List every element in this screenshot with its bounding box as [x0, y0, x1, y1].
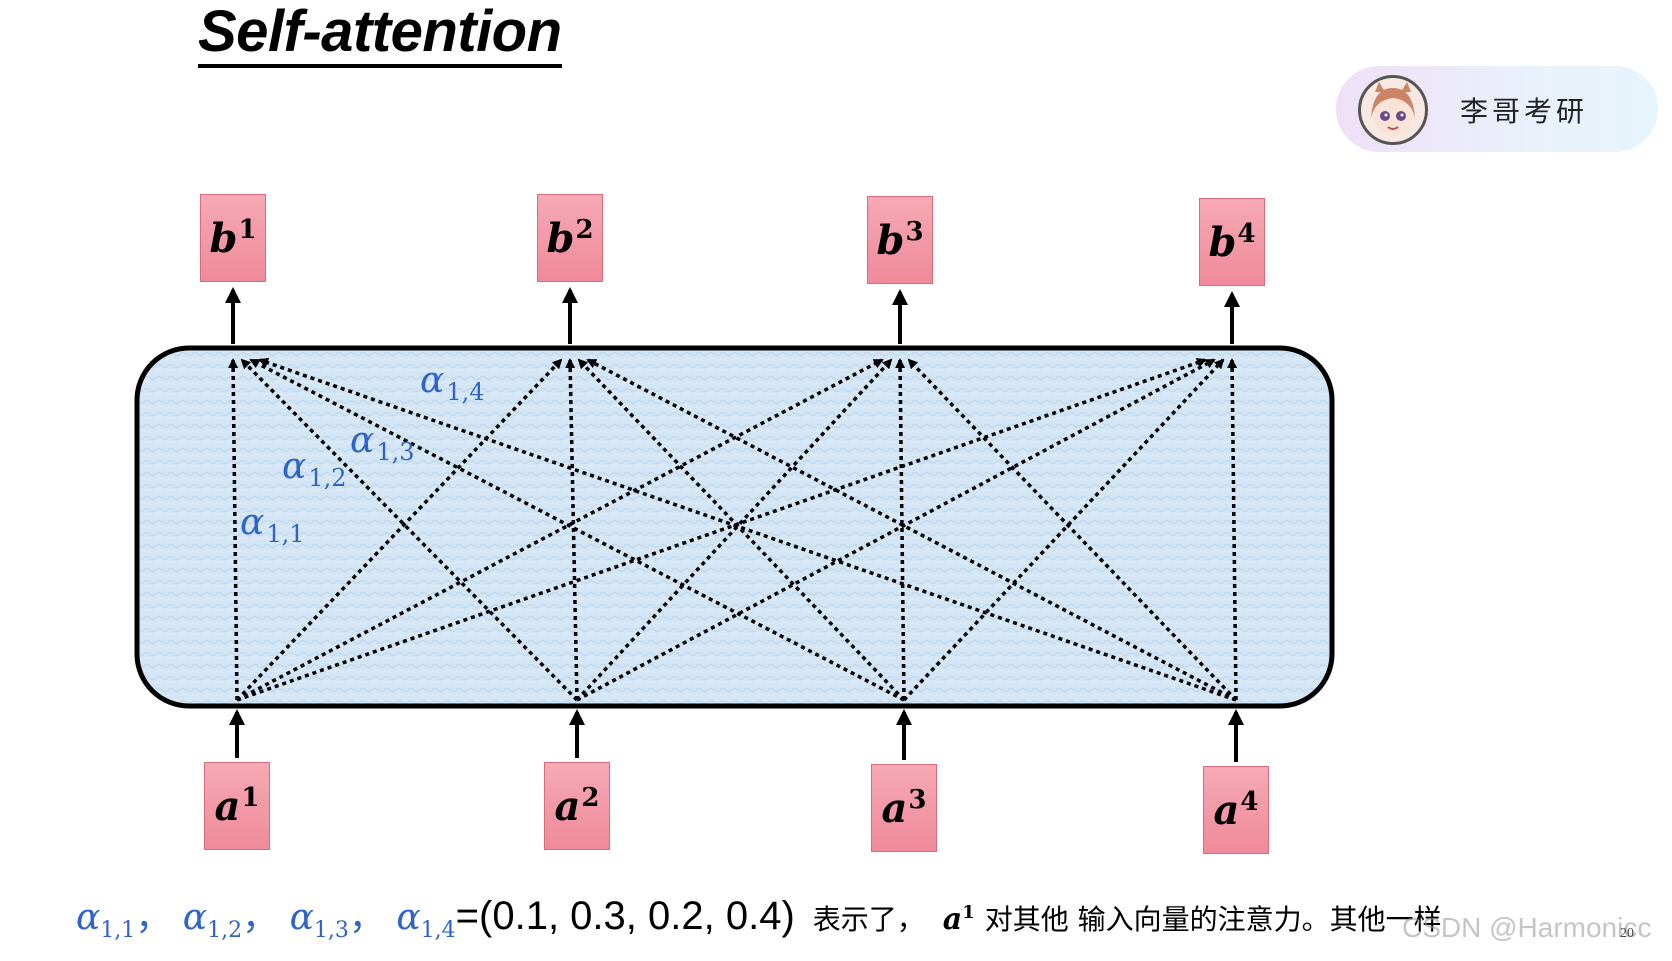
- attention-arrow-3-2: [577, 358, 906, 702]
- attention-arrow-2-2: [565, 358, 579, 701]
- attention-arrow-4-4: [1227, 358, 1238, 701]
- io-arrows: [225, 287, 1244, 762]
- caption-input-vector: a1: [942, 902, 975, 937]
- attention-arrow-1-1: [228, 358, 239, 701]
- attention-arrow-1-2: [235, 358, 563, 702]
- cartoon-avatar-icon: [1358, 75, 1428, 145]
- alpha-label-1-4: α1,4: [420, 360, 485, 406]
- attention-connections: [228, 357, 1238, 702]
- caption: α1,1， α1,2， α1,3， α1,4 =(0.1, 0.3, 0.2, …: [76, 888, 1442, 943]
- author-badge-label: 李哥考研: [1460, 95, 1589, 128]
- attention-arrow-2-3: [575, 358, 893, 702]
- slide-title: Self-attention: [198, 0, 562, 68]
- attention-arrow-4-3: [907, 358, 1238, 702]
- attention-arrow-3-1: [249, 358, 905, 702]
- caption-desc-1: 表示了，: [812, 903, 925, 936]
- alpha-label-1-3: α1,3: [350, 420, 415, 466]
- page-number: 20: [1620, 926, 1634, 941]
- caption-alphas: α1,1， α1,2， α1,3， α1,4: [76, 897, 456, 943]
- attention-arrow-4-2: [586, 358, 1237, 702]
- caption-values: =(0.1, 0.3, 0.2, 0.4): [455, 894, 795, 938]
- alpha-label-1-1: α1,1: [240, 502, 305, 548]
- attention-arrow-2-4: [576, 358, 1216, 702]
- attention-arrow-3-4: [902, 358, 1225, 702]
- attention-arrow-1-3: [236, 358, 884, 702]
- attention-arrow-1-4: [236, 357, 1207, 702]
- watermark: CSDN @Harmonicc: [1402, 912, 1652, 943]
- author-badge: 李哥考研: [1336, 66, 1658, 152]
- caption-desc-2: 对其他 输入向量的注意力。其他一样: [984, 903, 1442, 936]
- attention-arrow-3-3: [895, 358, 906, 701]
- alpha-label-1-2: α1,2: [282, 446, 347, 492]
